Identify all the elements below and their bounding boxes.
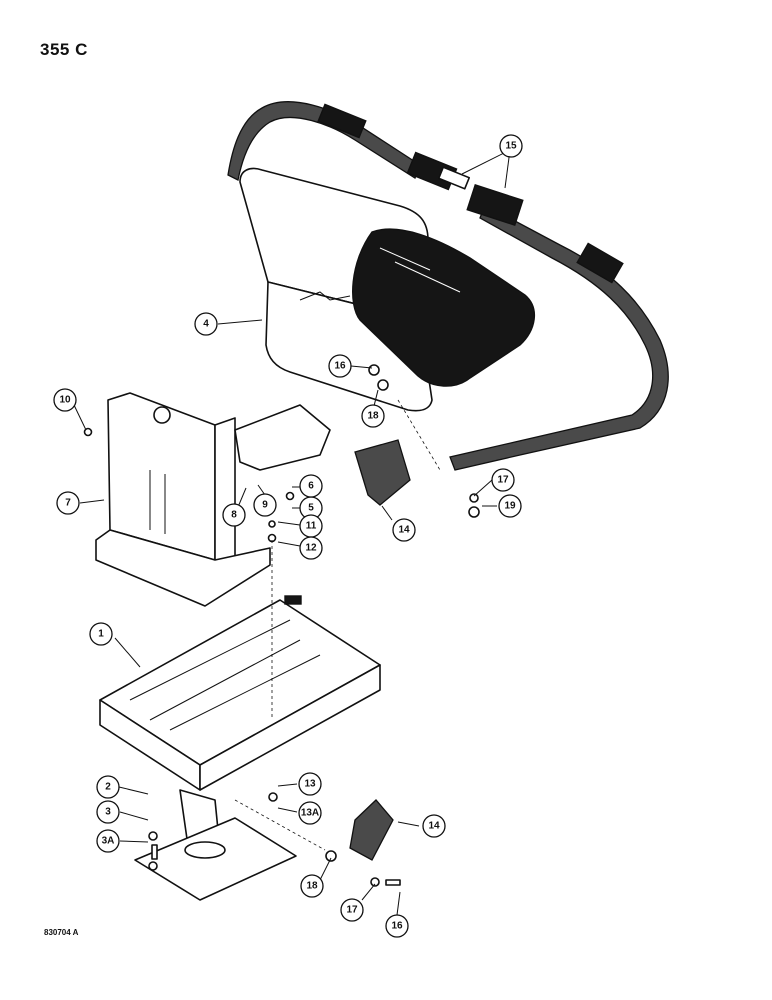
callout-19: 19 [498,494,522,518]
svg-text:18: 18 [367,411,379,422]
callout-16-upper: 16 [328,354,352,378]
svg-text:14: 14 [428,821,440,832]
svg-text:1: 1 [98,629,104,640]
callout-1: 1 [89,622,113,646]
callout-17-lower: 17 [340,898,364,922]
callout-3a: 3A [96,829,120,853]
seat-support-box [95,392,331,607]
callout-7: 7 [56,491,80,515]
svg-text:12: 12 [305,543,317,554]
callout-6: 6 [299,474,323,498]
svg-text:19: 19 [504,501,516,512]
svg-text:15: 15 [505,141,517,152]
figure-id: 830704 A [44,928,79,937]
callout-18-lower: 18 [300,874,324,898]
callout-15: 15 [499,134,523,158]
callout-13a: 13A [298,801,322,825]
leader-lines [73,149,511,916]
seat-assembly [239,167,536,412]
svg-text:10: 10 [59,395,71,406]
fasteners [83,364,480,887]
callout-17-upper: 17 [491,468,515,492]
callout-11: 11 [299,514,323,538]
svg-text:5: 5 [308,503,314,514]
svg-text:3A: 3A [102,836,115,847]
callout-18-upper: 18 [361,404,385,428]
svg-text:4: 4 [203,319,209,330]
svg-text:6: 6 [308,481,314,492]
seat-belt [227,101,669,471]
svg-text:7: 7 [65,498,71,509]
pedestal-base [134,789,297,901]
callout-16-lower: 16 [385,914,409,938]
svg-text:3: 3 [105,807,111,818]
callout-10: 10 [53,388,77,412]
svg-text:14: 14 [398,525,410,536]
svg-text:17: 17 [346,905,358,916]
callout-14-upper: 14 [392,518,416,542]
page-code: 355 C [40,40,88,59]
callout-14-lower: 14 [422,814,446,838]
svg-text:8: 8 [231,510,237,521]
seat-suspension [99,595,381,791]
svg-text:11: 11 [306,521,317,532]
svg-text:9: 9 [262,500,268,511]
svg-text:16: 16 [334,361,346,372]
callout-12: 12 [299,536,323,560]
svg-text:2: 2 [105,782,111,793]
callout-13: 13 [298,772,322,796]
svg-text:18: 18 [306,881,318,892]
callout-3: 3 [96,800,120,824]
belt-anchors [349,439,411,861]
callout-9: 9 [253,493,277,517]
callout-2: 2 [96,775,120,799]
svg-text:13A: 13A [301,808,319,819]
callout-8: 8 [222,503,246,527]
callout-4: 4 [194,312,218,336]
svg-text:13: 13 [304,779,316,790]
svg-text:17: 17 [497,475,509,486]
alignment-lines [234,399,441,851]
svg-text:16: 16 [391,921,403,932]
